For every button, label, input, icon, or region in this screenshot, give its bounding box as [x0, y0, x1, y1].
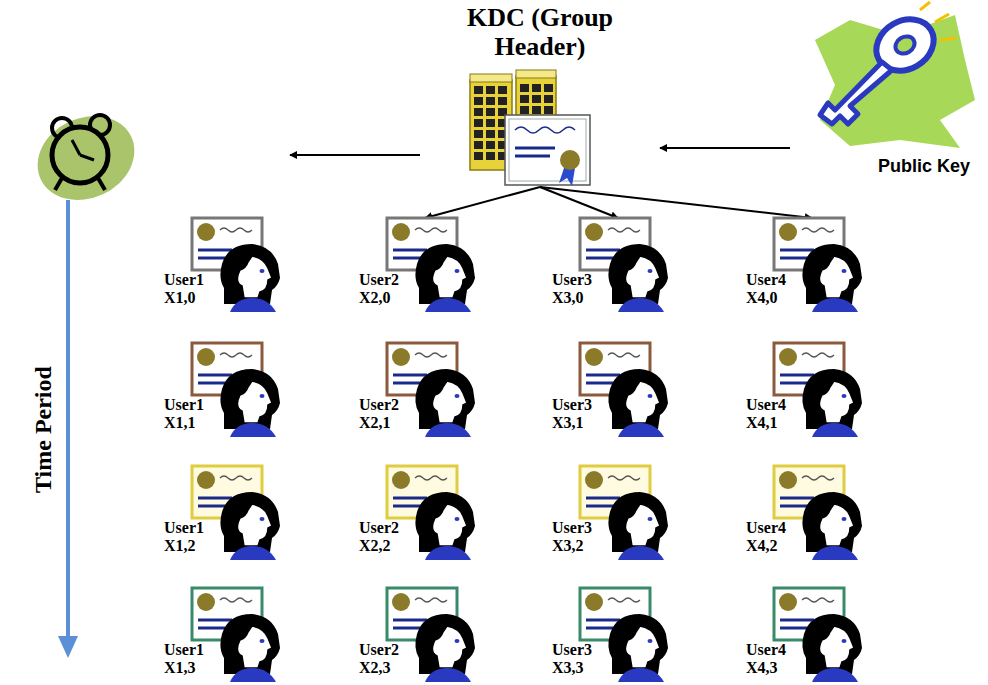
- window: [498, 86, 507, 94]
- key-share: X4,2: [746, 538, 778, 554]
- arrow-connector: [290, 154, 420, 156]
- kdc-node: KDC (Group Header): [420, 4, 660, 187]
- window: [520, 95, 529, 103]
- key-icon: [815, 2, 975, 148]
- user-node: User1X1,3: [160, 582, 290, 682]
- user-node: User1X1,2: [160, 460, 290, 560]
- key-share: X3,3: [552, 660, 584, 676]
- user-name: User4: [746, 520, 786, 536]
- window: [544, 95, 553, 103]
- user-name: User3: [552, 642, 592, 658]
- key-share: X4,1: [746, 415, 778, 431]
- user-node: User4X4,3: [742, 582, 872, 682]
- user-name: User3: [552, 520, 592, 536]
- user-name: User3: [552, 272, 592, 288]
- window: [532, 95, 541, 103]
- arrow-connector: [660, 147, 790, 149]
- window: [486, 86, 495, 94]
- window: [544, 84, 553, 92]
- user-node: User2X2,2: [355, 460, 485, 560]
- key-share: X2,0: [359, 290, 391, 306]
- key-share: X2,2: [359, 538, 391, 554]
- key-share: X2,1: [359, 415, 391, 431]
- window: [532, 84, 541, 92]
- key-share: X1,3: [164, 660, 196, 676]
- window: [486, 119, 495, 127]
- user-node: User1X1,1: [160, 337, 290, 437]
- node-label: Public Key: [878, 156, 970, 177]
- key-share: X4,0: [746, 290, 778, 306]
- user-node: User4X4,2: [742, 460, 872, 560]
- user-name: User1: [164, 397, 204, 413]
- user-node: User4X4,0: [742, 212, 872, 312]
- node-title: KDC (Group Header): [420, 4, 660, 61]
- clock-icon: [24, 101, 148, 216]
- user-node: User2X2,1: [355, 337, 485, 437]
- key-node: Public Key: [790, 4, 982, 180]
- user-name: User2: [359, 520, 399, 536]
- user-name: User1: [164, 642, 204, 658]
- key-share: X3,1: [552, 415, 584, 431]
- window: [520, 84, 529, 92]
- user-name: User4: [746, 272, 786, 288]
- user-node: User2X2,0: [355, 212, 485, 312]
- user-node: User3X3,0: [548, 212, 678, 312]
- user-node: User2X2,3: [355, 582, 485, 682]
- window: [486, 130, 495, 138]
- user-name: User3: [552, 397, 592, 413]
- key-share: X3,2: [552, 538, 584, 554]
- user-node: User3X3,2: [548, 460, 678, 560]
- window: [474, 97, 483, 105]
- user-name: User4: [746, 397, 786, 413]
- key-share: X1,2: [164, 538, 196, 554]
- user-name: User2: [359, 642, 399, 658]
- window: [486, 141, 495, 149]
- key-share: X3,0: [552, 290, 584, 306]
- window: [486, 108, 495, 116]
- axis-label: Time Period: [30, 367, 57, 494]
- key-share: X1,0: [164, 290, 196, 306]
- window: [474, 141, 483, 149]
- certificate-icon: [505, 115, 590, 186]
- window: [498, 97, 507, 105]
- window: [474, 108, 483, 116]
- user-node: User3X3,3: [548, 582, 678, 682]
- user-node: User3X3,1: [548, 337, 678, 437]
- user-name: User2: [359, 397, 399, 413]
- window: [474, 130, 483, 138]
- window: [474, 119, 483, 127]
- window: [544, 106, 553, 114]
- time-arrow: [58, 200, 78, 658]
- user-name: User2: [359, 272, 399, 288]
- window: [532, 106, 541, 114]
- arrow-connector: [540, 187, 812, 218]
- window: [486, 152, 495, 160]
- user-name: User1: [164, 520, 204, 536]
- key-share: X4,3: [746, 660, 778, 676]
- user-name: User4: [746, 642, 786, 658]
- arrow-connector: [425, 187, 540, 218]
- window: [520, 106, 529, 114]
- key-share: X1,1: [164, 415, 196, 431]
- user-name: User1: [164, 272, 204, 288]
- window: [474, 86, 483, 94]
- user-node: User1X1,0: [160, 212, 290, 312]
- user-node: User4X4,1: [742, 337, 872, 437]
- window: [486, 97, 495, 105]
- key-share: X2,3: [359, 660, 391, 676]
- window: [474, 152, 483, 160]
